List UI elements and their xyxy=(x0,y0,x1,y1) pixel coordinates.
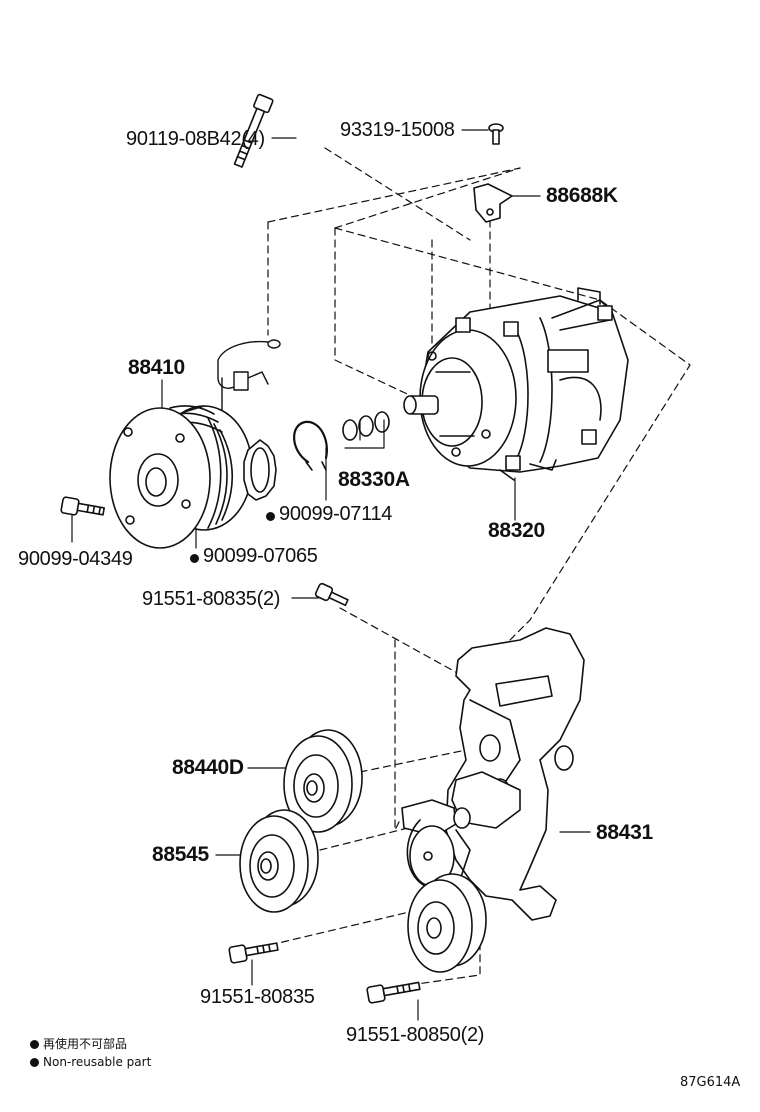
non-reusable-dot-icon xyxy=(266,512,275,521)
callout-bolt-bottom-2[interactable]: 91551-80850(2) xyxy=(346,1024,485,1046)
snap-ring-small-drawing xyxy=(293,420,328,471)
legend-text-en: Non-reusable part xyxy=(43,1055,152,1069)
idler-pulley-2-drawing xyxy=(239,809,319,913)
shims-drawing xyxy=(342,411,390,441)
illustration-code: 87G614A xyxy=(680,1075,741,1090)
callout-bolt-bracket[interactable]: 91551-80835(2) xyxy=(142,588,281,610)
legend-text-jp: 再使用不可部品 xyxy=(43,1037,128,1051)
callout-snap-ring-1[interactable]: 90099-07114 xyxy=(266,504,392,524)
bracket-drawing xyxy=(401,627,585,921)
bolt-bottom-1-drawing xyxy=(228,942,279,964)
legend-non-reusable-en: Non-reusable part xyxy=(30,1056,151,1068)
callout-clutch-pulley[interactable]: 88410 xyxy=(128,356,185,379)
callout-bolt-pulley[interactable]: 90099-04349 xyxy=(18,548,133,570)
callout-compressor[interactable]: 88320 xyxy=(488,519,545,542)
callout-screw-top[interactable]: 93319-15008 xyxy=(340,119,455,141)
compressor-drawing xyxy=(403,287,629,481)
bolt-pulley-drawing xyxy=(60,496,105,516)
legend-dot-icon xyxy=(30,1058,39,1067)
bottom-pulley-drawing xyxy=(407,873,487,973)
idler-pulley-1-drawing xyxy=(283,729,363,833)
bolt-bracket-drawing xyxy=(314,582,349,607)
snap-ring-1-number: 90099-07114 xyxy=(279,503,393,525)
callout-idler-pulley-1[interactable]: 88440D xyxy=(172,756,244,779)
callout-bolt-top[interactable]: 90119-08B42(4) xyxy=(126,128,265,150)
clutch-pulley-drawing xyxy=(109,405,253,549)
bolt-bottom-2-drawing xyxy=(366,981,421,1004)
screw-top-drawing xyxy=(488,123,504,145)
callout-shim-set[interactable]: 88330A xyxy=(338,468,410,491)
callout-snap-ring-2[interactable]: 90099-07065 xyxy=(190,546,318,566)
snap-ring-large-drawing xyxy=(243,439,277,501)
small-bracket-drawing xyxy=(473,183,513,223)
callout-bracket[interactable]: 88431 xyxy=(596,821,653,844)
legend-non-reusable-jp: 再使用不可部品 xyxy=(30,1038,127,1050)
snap-ring-2-number: 90099-07065 xyxy=(203,545,318,567)
legend-dot-icon xyxy=(30,1040,39,1049)
non-reusable-dot-icon xyxy=(190,554,199,563)
callout-bolt-bottom-1[interactable]: 91551-80835 xyxy=(200,986,315,1008)
callout-idler-pulley-2[interactable]: 88545 xyxy=(152,843,209,866)
bolt-top-drawing xyxy=(233,93,274,168)
sensor-wire-drawing xyxy=(217,339,281,431)
callout-small-bracket[interactable]: 88688K xyxy=(546,184,618,207)
